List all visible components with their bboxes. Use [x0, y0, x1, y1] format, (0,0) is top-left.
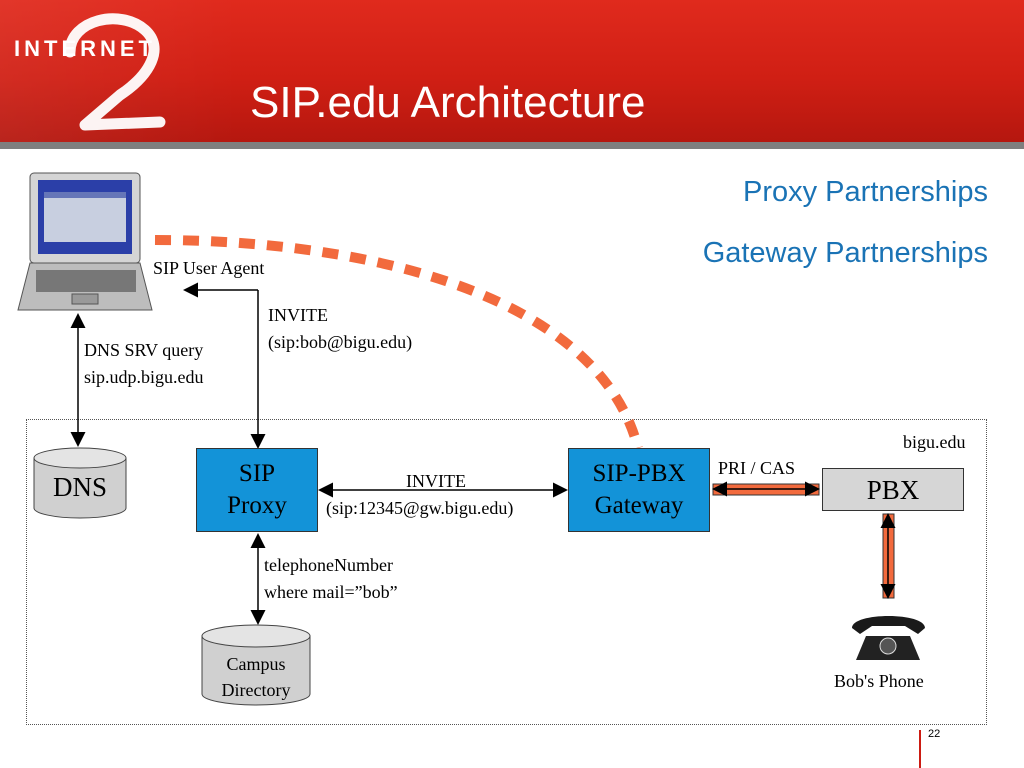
page-title: SIP.edu Architecture: [250, 78, 646, 127]
laptop-icon: [17, 172, 153, 311]
invite-mid-line2: (sip:12345@gw.bigu.edu): [326, 498, 514, 518]
user-agent-label: SIP User Agent: [153, 258, 265, 278]
telephone-icon: [852, 616, 925, 660]
header-banner: [0, 0, 1024, 142]
sip-proxy-box: SIP Proxy: [196, 448, 318, 532]
lookup-line1: telephoneNumber: [264, 555, 393, 575]
lookup-line2: where mail=”bob”: [264, 582, 398, 602]
dns-query-line1: DNS SRV query: [84, 340, 204, 360]
dns-label: DNS: [52, 472, 107, 502]
invite-top-line2: (sip:bob@bigu.edu): [268, 332, 413, 352]
dashed-signal-curve: [154, 235, 643, 450]
logo-text: INTERNET: [14, 36, 156, 61]
internet2-logo-icon: [64, 13, 166, 131]
sip-proxy-line2: Proxy: [227, 492, 287, 519]
dns-query-line2: sip.udp.bigu.edu: [84, 367, 204, 387]
footer-rule: [919, 730, 921, 768]
page-number: 22: [928, 728, 941, 740]
pbx-box: PBX: [822, 468, 964, 511]
campus-boundary: [26, 419, 987, 725]
invite-mid-line1: INVITE: [406, 471, 466, 491]
proxy-partnerships-heading: Proxy Partnerships: [743, 176, 988, 208]
gateway-line1: SIP-PBX: [592, 460, 686, 487]
gateway-line2: Gateway: [594, 492, 684, 519]
phone-label: Bob's Phone: [834, 671, 924, 691]
campus-directory-cylinder: [201, 624, 311, 706]
dns-database-cylinder: [33, 447, 127, 519]
sip-pbx-gateway-box: SIP-PBX Gateway: [568, 448, 710, 532]
pri-cas-label: PRI / CAS: [718, 458, 796, 478]
header-rule: [0, 142, 1024, 149]
domain-label: bigu.edu: [903, 432, 966, 452]
gateway-partnerships-heading: Gateway Partnerships: [702, 237, 988, 269]
directory-line1: Campus: [226, 654, 286, 674]
directory-line2: Directory: [221, 680, 291, 700]
sip-proxy-line1: SIP: [238, 460, 276, 487]
invite-top-line1: INVITE: [268, 305, 328, 325]
